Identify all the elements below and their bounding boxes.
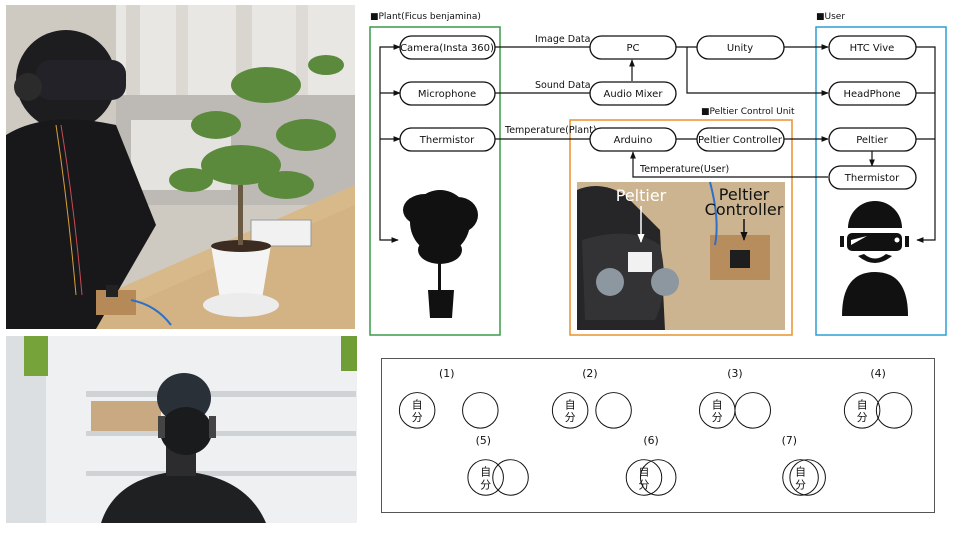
node-thermistor-user: Thermistor xyxy=(828,165,917,190)
ios-item-label: (6) xyxy=(643,434,658,447)
node-thermistor-plant: Thermistor xyxy=(399,127,496,152)
self-label-char2: 分 xyxy=(480,478,491,491)
svg-text:Unity: Unity xyxy=(727,43,753,54)
ios-item-label: (5) xyxy=(476,434,491,447)
node-microphone: Microphone xyxy=(399,81,496,106)
svg-text:Audio Mixer: Audio Mixer xyxy=(604,89,664,100)
peltier-photo-label: Peltier xyxy=(616,186,667,205)
node-unity: Unity xyxy=(696,35,785,60)
peltier-unit-group-box xyxy=(569,119,793,336)
self-label-char2: 分 xyxy=(565,411,576,424)
ios-item-label: (4) xyxy=(870,367,885,380)
other-circle xyxy=(462,392,499,429)
svg-text:Thermistor: Thermistor xyxy=(844,173,900,184)
self-circle xyxy=(843,392,881,429)
other-circle xyxy=(639,459,677,496)
svg-text:HTC Vive: HTC Vive xyxy=(850,43,895,54)
other-circle xyxy=(595,392,632,429)
svg-text:Peltier Controller: Peltier Controller xyxy=(698,135,783,146)
edge-user-bus xyxy=(916,46,936,243)
svg-text:Peltier: Peltier xyxy=(856,135,888,146)
svg-text:Arduino: Arduino xyxy=(614,135,653,146)
photo-360-camera-view xyxy=(6,336,357,523)
svg-text:Microphone: Microphone xyxy=(418,89,476,100)
node-audio-mixer: Audio Mixer xyxy=(589,81,677,106)
svg-text:PC: PC xyxy=(626,43,639,54)
ios-item: (2) 自分 xyxy=(551,367,632,429)
user-group-box xyxy=(815,26,947,336)
edge-label-temperature-plant: Temperature(Plant) xyxy=(504,125,597,136)
ios-item: (3) 自分 xyxy=(698,367,772,429)
self-label-char2: 分 xyxy=(712,411,723,424)
ios-item: (5) 自分 xyxy=(467,434,529,496)
self-circle xyxy=(398,392,436,429)
svg-text:HeadPhone: HeadPhone xyxy=(843,89,900,100)
user-group-label: ■User xyxy=(816,12,845,22)
node-peltier: Peltier xyxy=(828,127,917,152)
svg-text:Camera(Insta 360): Camera(Insta 360) xyxy=(400,43,494,54)
edge-label-image-data: Image Data xyxy=(535,34,590,45)
ios-item-label: (7) xyxy=(782,434,797,447)
self-circle xyxy=(782,459,819,496)
self-label-char2: 分 xyxy=(795,478,806,491)
self-label-char2: 分 xyxy=(639,478,650,491)
self-label-char2: 分 xyxy=(412,411,423,424)
self-label-char1: 自 xyxy=(480,465,491,478)
other-circle xyxy=(875,392,913,429)
ficus-tree-silhouette-icon xyxy=(403,190,478,318)
inclusion-of-self-scale-panel: (1)自分(2)自分(3)自分(4)自分(5)自分(6)自分(7)自分 xyxy=(381,358,935,513)
controller-photo-label-line1: Peltier xyxy=(719,185,770,204)
self-label-char1: 自 xyxy=(639,465,650,478)
ios-item-label: (2) xyxy=(582,367,597,380)
controller-photo-label-line2: Controller xyxy=(705,200,784,219)
peltier-hardware-photo: Peltier Peltier Controller xyxy=(577,181,785,330)
ios-item: (1) 自分 xyxy=(398,367,499,429)
self-circle xyxy=(551,392,589,429)
self-label-char2: 分 xyxy=(857,411,868,424)
ios-item-label: (3) xyxy=(727,367,742,380)
node-camera: Camera(Insta 360) xyxy=(399,35,496,60)
self-label-char1: 自 xyxy=(795,465,806,478)
edge-label-temperature-user: Temperature(User) xyxy=(639,164,729,175)
edge-label-sound-data: Sound Data xyxy=(535,80,591,91)
self-circle xyxy=(625,459,663,496)
self-label-char1: 自 xyxy=(412,398,423,411)
self-circle xyxy=(467,459,504,496)
vr-user-icon xyxy=(840,201,909,316)
edge-thermistor-arduino-feedback xyxy=(630,151,828,178)
self-label-char1: 自 xyxy=(857,398,868,411)
photo-user-with-plant xyxy=(6,5,355,329)
self-label-char1: 自 xyxy=(712,398,723,411)
ios-item: (6) 自分 xyxy=(625,434,677,496)
node-peltier-controller: Peltier Controller xyxy=(696,127,785,152)
ios-item-label: (1) xyxy=(439,367,454,380)
other-circle xyxy=(789,459,826,496)
ios-item: (7) 自分 xyxy=(782,434,826,496)
edge-pc-headphone xyxy=(686,47,829,96)
plant-group-label: ■Plant(Ficus benjamina) xyxy=(370,12,481,22)
node-arduino: Arduino xyxy=(589,127,677,152)
node-headphone: HeadPhone xyxy=(828,81,917,106)
plant-group-box xyxy=(369,26,501,336)
ios-item: (4) 自分 xyxy=(843,367,913,429)
node-htc-vive: HTC Vive xyxy=(828,35,917,60)
other-circle xyxy=(734,392,772,429)
peltier-unit-group-label: ■Peltier Control Unit xyxy=(701,107,795,117)
self-label-char1: 自 xyxy=(565,398,576,411)
svg-text:Thermistor: Thermistor xyxy=(419,135,475,146)
other-circle xyxy=(492,459,529,496)
node-pc: PC xyxy=(589,35,677,60)
system-diagram: ■Plant(Ficus benjamina) ■User ■Peltier C… xyxy=(360,0,960,345)
edge-plant-bus xyxy=(379,44,401,243)
